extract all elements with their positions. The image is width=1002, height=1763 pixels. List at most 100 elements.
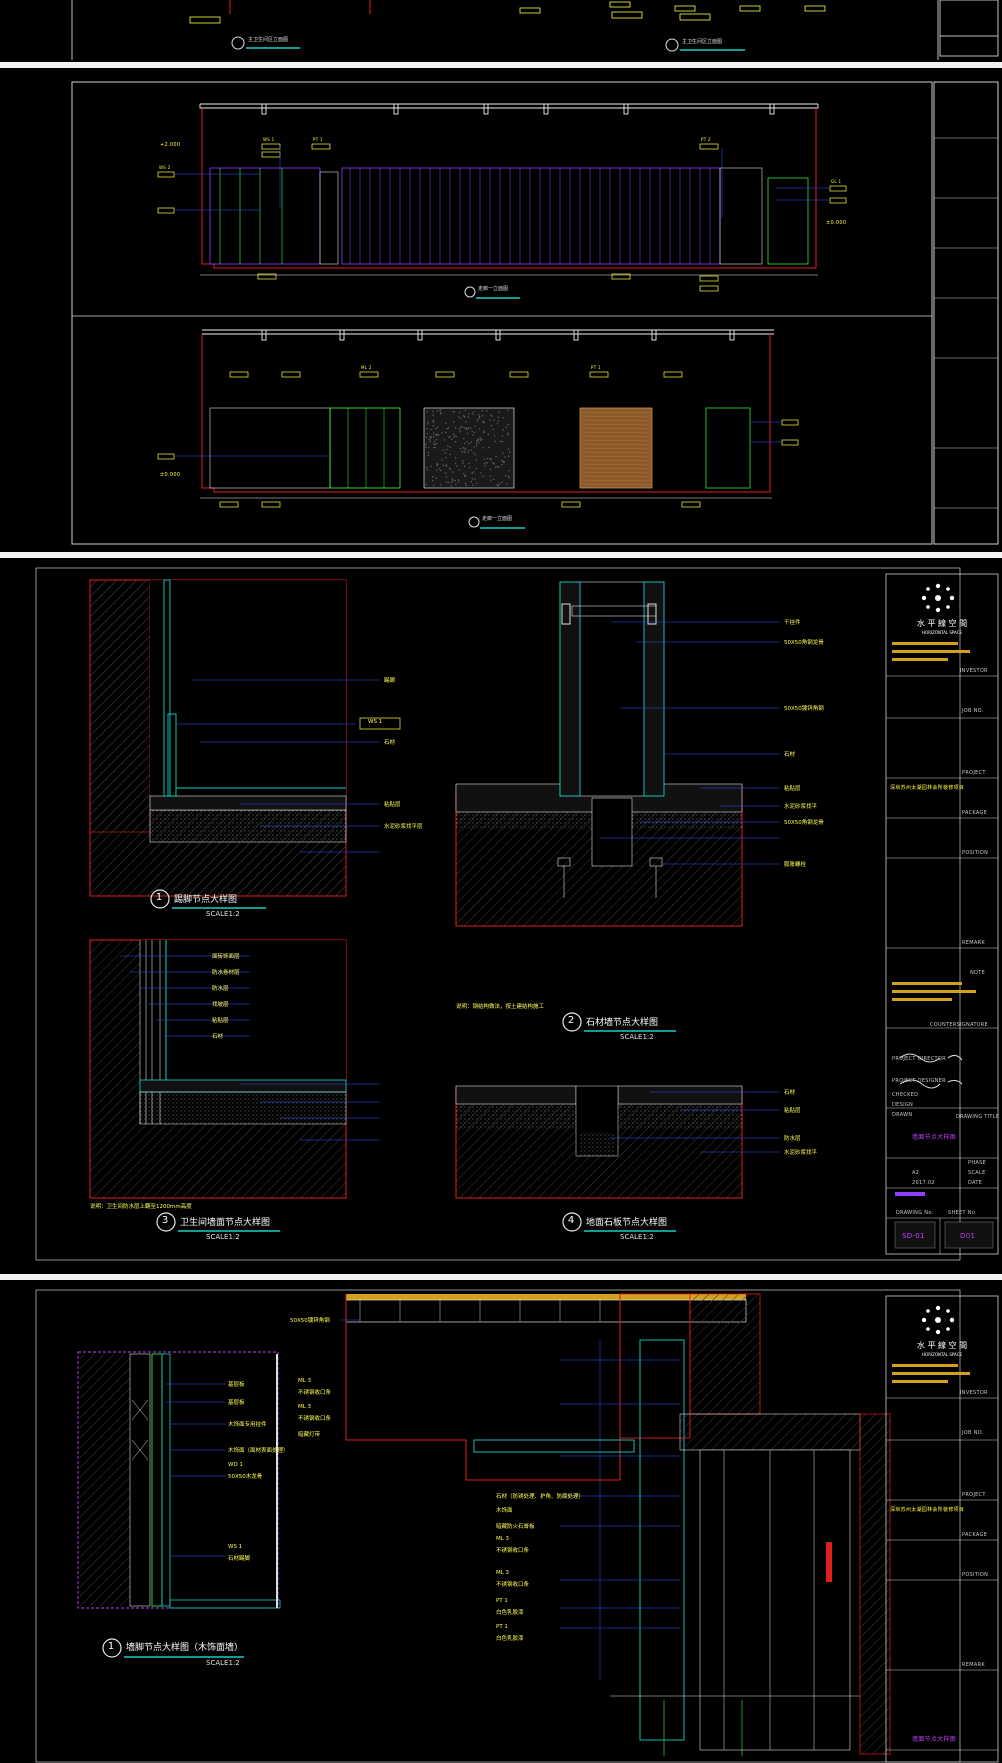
stone-texture-dot	[433, 443, 435, 445]
stone-texture-dot	[468, 466, 471, 469]
stone-texture-dot	[501, 440, 503, 443]
stone-texture-dot	[432, 432, 435, 434]
stone-texture-dot	[448, 481, 450, 484]
elevation-title-b: 走廊一立面图	[482, 516, 513, 522]
stone-texture-dot	[475, 459, 478, 461]
stone-texture-dot	[432, 479, 434, 482]
d3-label-4: 粘贴层	[212, 1018, 229, 1024]
tb-field-drawn: DRAWN	[892, 1112, 913, 1118]
s4-right-label-4: 不锈钢收口条	[298, 1416, 332, 1422]
stone-texture-dot	[478, 414, 480, 416]
elevation-strip-drawing	[71, 0, 999, 60]
s4-title-block-bar-2	[892, 1372, 970, 1375]
d4-label-1: 粘贴层	[784, 1108, 801, 1114]
wood-grain-line	[581, 479, 651, 482]
stone-texture-dot	[473, 431, 475, 434]
stone-texture-dot	[464, 465, 466, 467]
tb-field-date: DATE	[968, 1180, 983, 1186]
stone-texture-dot	[466, 428, 469, 430]
level-mark-b: ±0.000	[826, 220, 847, 226]
d4-label-0: 石材	[784, 1090, 796, 1096]
stone-texture-dot	[439, 469, 442, 472]
stone-texture-dot	[432, 421, 435, 424]
s4-right-label-7: 木饰面	[496, 1508, 513, 1514]
stone-texture-dot	[425, 483, 428, 486]
stone-texture-dot	[479, 472, 482, 474]
stone-texture-dot	[452, 479, 454, 481]
s4-left-label-7: 石材踢脚	[228, 1556, 251, 1562]
stone-texture-dot	[465, 428, 467, 430]
stone-texture-dot	[506, 432, 509, 434]
wood-grain-line	[581, 447, 651, 450]
stone-texture-dot	[501, 481, 503, 483]
stone-texture-dot	[481, 421, 484, 423]
stone-texture-dot	[442, 464, 445, 467]
stone-texture-dot	[449, 468, 452, 471]
stone-texture-dot	[489, 475, 491, 477]
d2-label-1: 50X50角钢龙骨	[784, 640, 824, 646]
wood-grain-line	[581, 483, 651, 486]
stone-texture-dot	[506, 483, 508, 485]
d3-label-1: 防水卷材层	[212, 970, 240, 976]
tb-project-name: 深圳苏州太湖园林会所装修项目	[890, 785, 965, 791]
stone-texture-dot	[489, 419, 491, 421]
stone-texture-dot	[463, 437, 465, 440]
stone-texture-dot	[439, 484, 442, 486]
stone-texture-dot	[485, 410, 488, 412]
s4-right-tag-15: PT 1	[496, 1624, 508, 1630]
stone-texture-dot	[508, 470, 510, 472]
d2-label-5: 水泥砂浆找平	[784, 804, 818, 810]
stone-texture-dot	[463, 451, 465, 453]
stone-texture-dot	[459, 430, 461, 433]
stone-texture-dot	[461, 426, 463, 428]
stone-texture-dot	[464, 448, 467, 450]
stone-texture-dot	[441, 459, 443, 461]
stone-texture-dot	[506, 409, 509, 411]
stone-texture-dot	[482, 475, 484, 477]
sheet-3-node-details: 踢脚节点大样图 SCALE1:2 石材墙节点大样图 SCALE1:2 卫生间墙面…	[0, 558, 1002, 1272]
tb-field-project: PROJECT	[962, 770, 986, 776]
stone-texture-dot	[475, 444, 478, 447]
tb-field-project-designer: PROJECT DESIGNER	[892, 1078, 946, 1084]
stone-texture-dot	[444, 422, 447, 425]
stone-texture-dot	[479, 437, 481, 439]
stone-texture-dot	[498, 411, 500, 413]
stone-texture-dot	[432, 410, 434, 413]
stone-texture-dot	[484, 465, 486, 467]
s4-left-label-2: 木饰面专用挂件	[228, 1422, 267, 1428]
stone-texture-dot	[505, 474, 507, 477]
stone-texture-dot	[478, 428, 481, 430]
s4-left-label-1: 基层板	[228, 1400, 245, 1406]
stone-texture-dot	[426, 411, 428, 413]
stone-texture-dot	[493, 435, 496, 437]
detail-3-title: 卫生间墙面节点大样图	[180, 1218, 271, 1228]
s4-tb-field-investor: INVESTOR	[960, 1390, 988, 1396]
tag-ws2: WS 2	[159, 165, 171, 170]
wood-grain-line	[581, 475, 651, 478]
stone-texture-dot	[443, 439, 446, 441]
d2-label-6: 50X50角钢龙骨	[784, 820, 824, 826]
stone-texture-dot	[451, 478, 453, 480]
stone-texture-dot	[472, 411, 475, 413]
stone-texture-dot	[499, 440, 502, 443]
stone-texture-dot	[497, 484, 500, 487]
stone-texture-dot	[470, 449, 473, 451]
stone-texture-dot	[458, 428, 461, 430]
detail-4-scale: SCALE1:2	[620, 1233, 654, 1241]
stone-texture-dot	[428, 438, 430, 441]
d3-label-3: 找坡层	[212, 1002, 229, 1008]
sheet-1-title-a: 主卫生间区立面图	[248, 37, 289, 43]
stone-texture-dot	[463, 473, 465, 475]
stone-texture-dot	[483, 458, 486, 460]
stone-texture-dot	[471, 478, 474, 480]
title-block-bar-2	[892, 650, 970, 653]
stone-texture-dot	[462, 446, 465, 449]
stone-texture-dot	[457, 479, 460, 481]
title-block-bar-3	[892, 658, 948, 661]
s4-right-tag-3: ML 3	[298, 1404, 312, 1410]
stone-texture-dot	[427, 447, 430, 449]
stone-texture-dot	[436, 434, 438, 436]
s4-right-tag-11: ML 3	[496, 1570, 510, 1576]
s4-right-label-16: 白色乳胶漆	[496, 1636, 524, 1642]
stone-texture-dot	[451, 438, 453, 441]
